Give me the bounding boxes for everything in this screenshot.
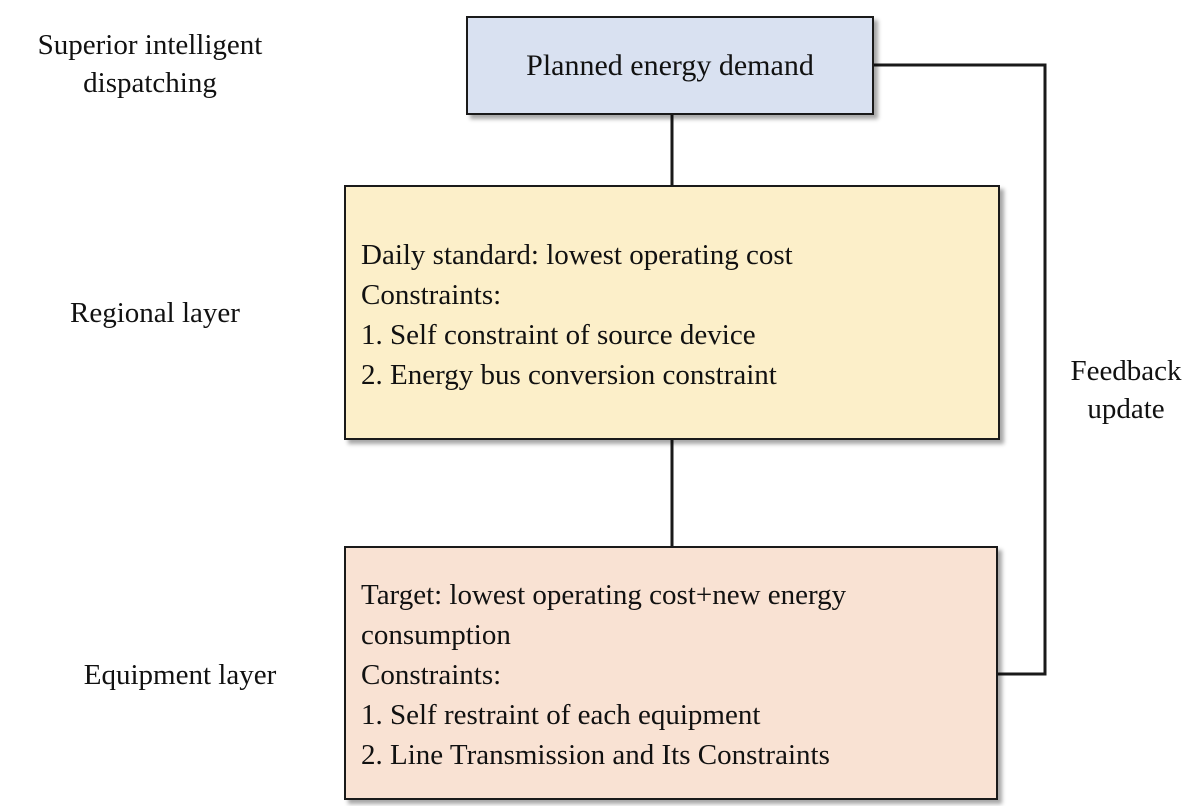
planned-energy-demand-box: Planned energy demand [466,16,874,115]
regional-line-3: 1. Self constraint of source device [361,319,756,351]
equipment-line-4: 1. Self restraint of each equipment [361,699,761,731]
planned-energy-demand-text: Planned energy demand [526,48,814,82]
equipment-line-1: Target: lowest operating cost+new energy [361,579,847,611]
equipment-line-3: Constraints: [361,659,502,691]
superior-label-line-2: dispatching [83,67,217,99]
regional-line-4: 2. Energy bus conversion constraint [361,359,777,391]
equipment-layer-box: Target: lowest operating cost+new energy… [344,546,998,800]
feedback-label-line-2: update [1087,393,1165,425]
regional-box-text: Daily standard: lowest operating cost Co… [361,235,793,395]
equipment-layer-label: Equipment layer [83,659,277,691]
feedback-update-label: Feedback update [1052,352,1200,428]
regional-line-2: Constraints: [361,279,502,311]
equipment-line-5: 2. Line Transmission and Its Constraints [361,739,830,771]
regional-line-1: Daily standard: lowest operating cost [361,239,793,271]
regional-layer-label: Regional layer [70,297,240,329]
equipment-box-text: Target: lowest operating cost+new energy… [361,575,846,775]
feedback-loop-line [874,63,1047,676]
equipment-line-2: consumption [361,619,511,651]
superior-label-line-1: Superior intelligent [37,29,263,61]
feedback-label-line-1: Feedback [1070,355,1182,387]
superior-dispatching-label: Superior intelligent dispatching [10,26,290,102]
regional-layer-box: Daily standard: lowest operating cost Co… [344,185,1000,440]
